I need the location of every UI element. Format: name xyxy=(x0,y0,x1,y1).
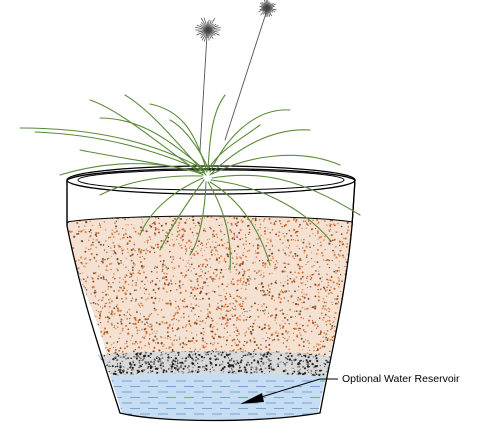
water-reservoir-label: Optional Water Reservoir xyxy=(342,373,459,385)
soil-layer xyxy=(59,210,360,361)
seed-head-icon xyxy=(195,0,277,42)
